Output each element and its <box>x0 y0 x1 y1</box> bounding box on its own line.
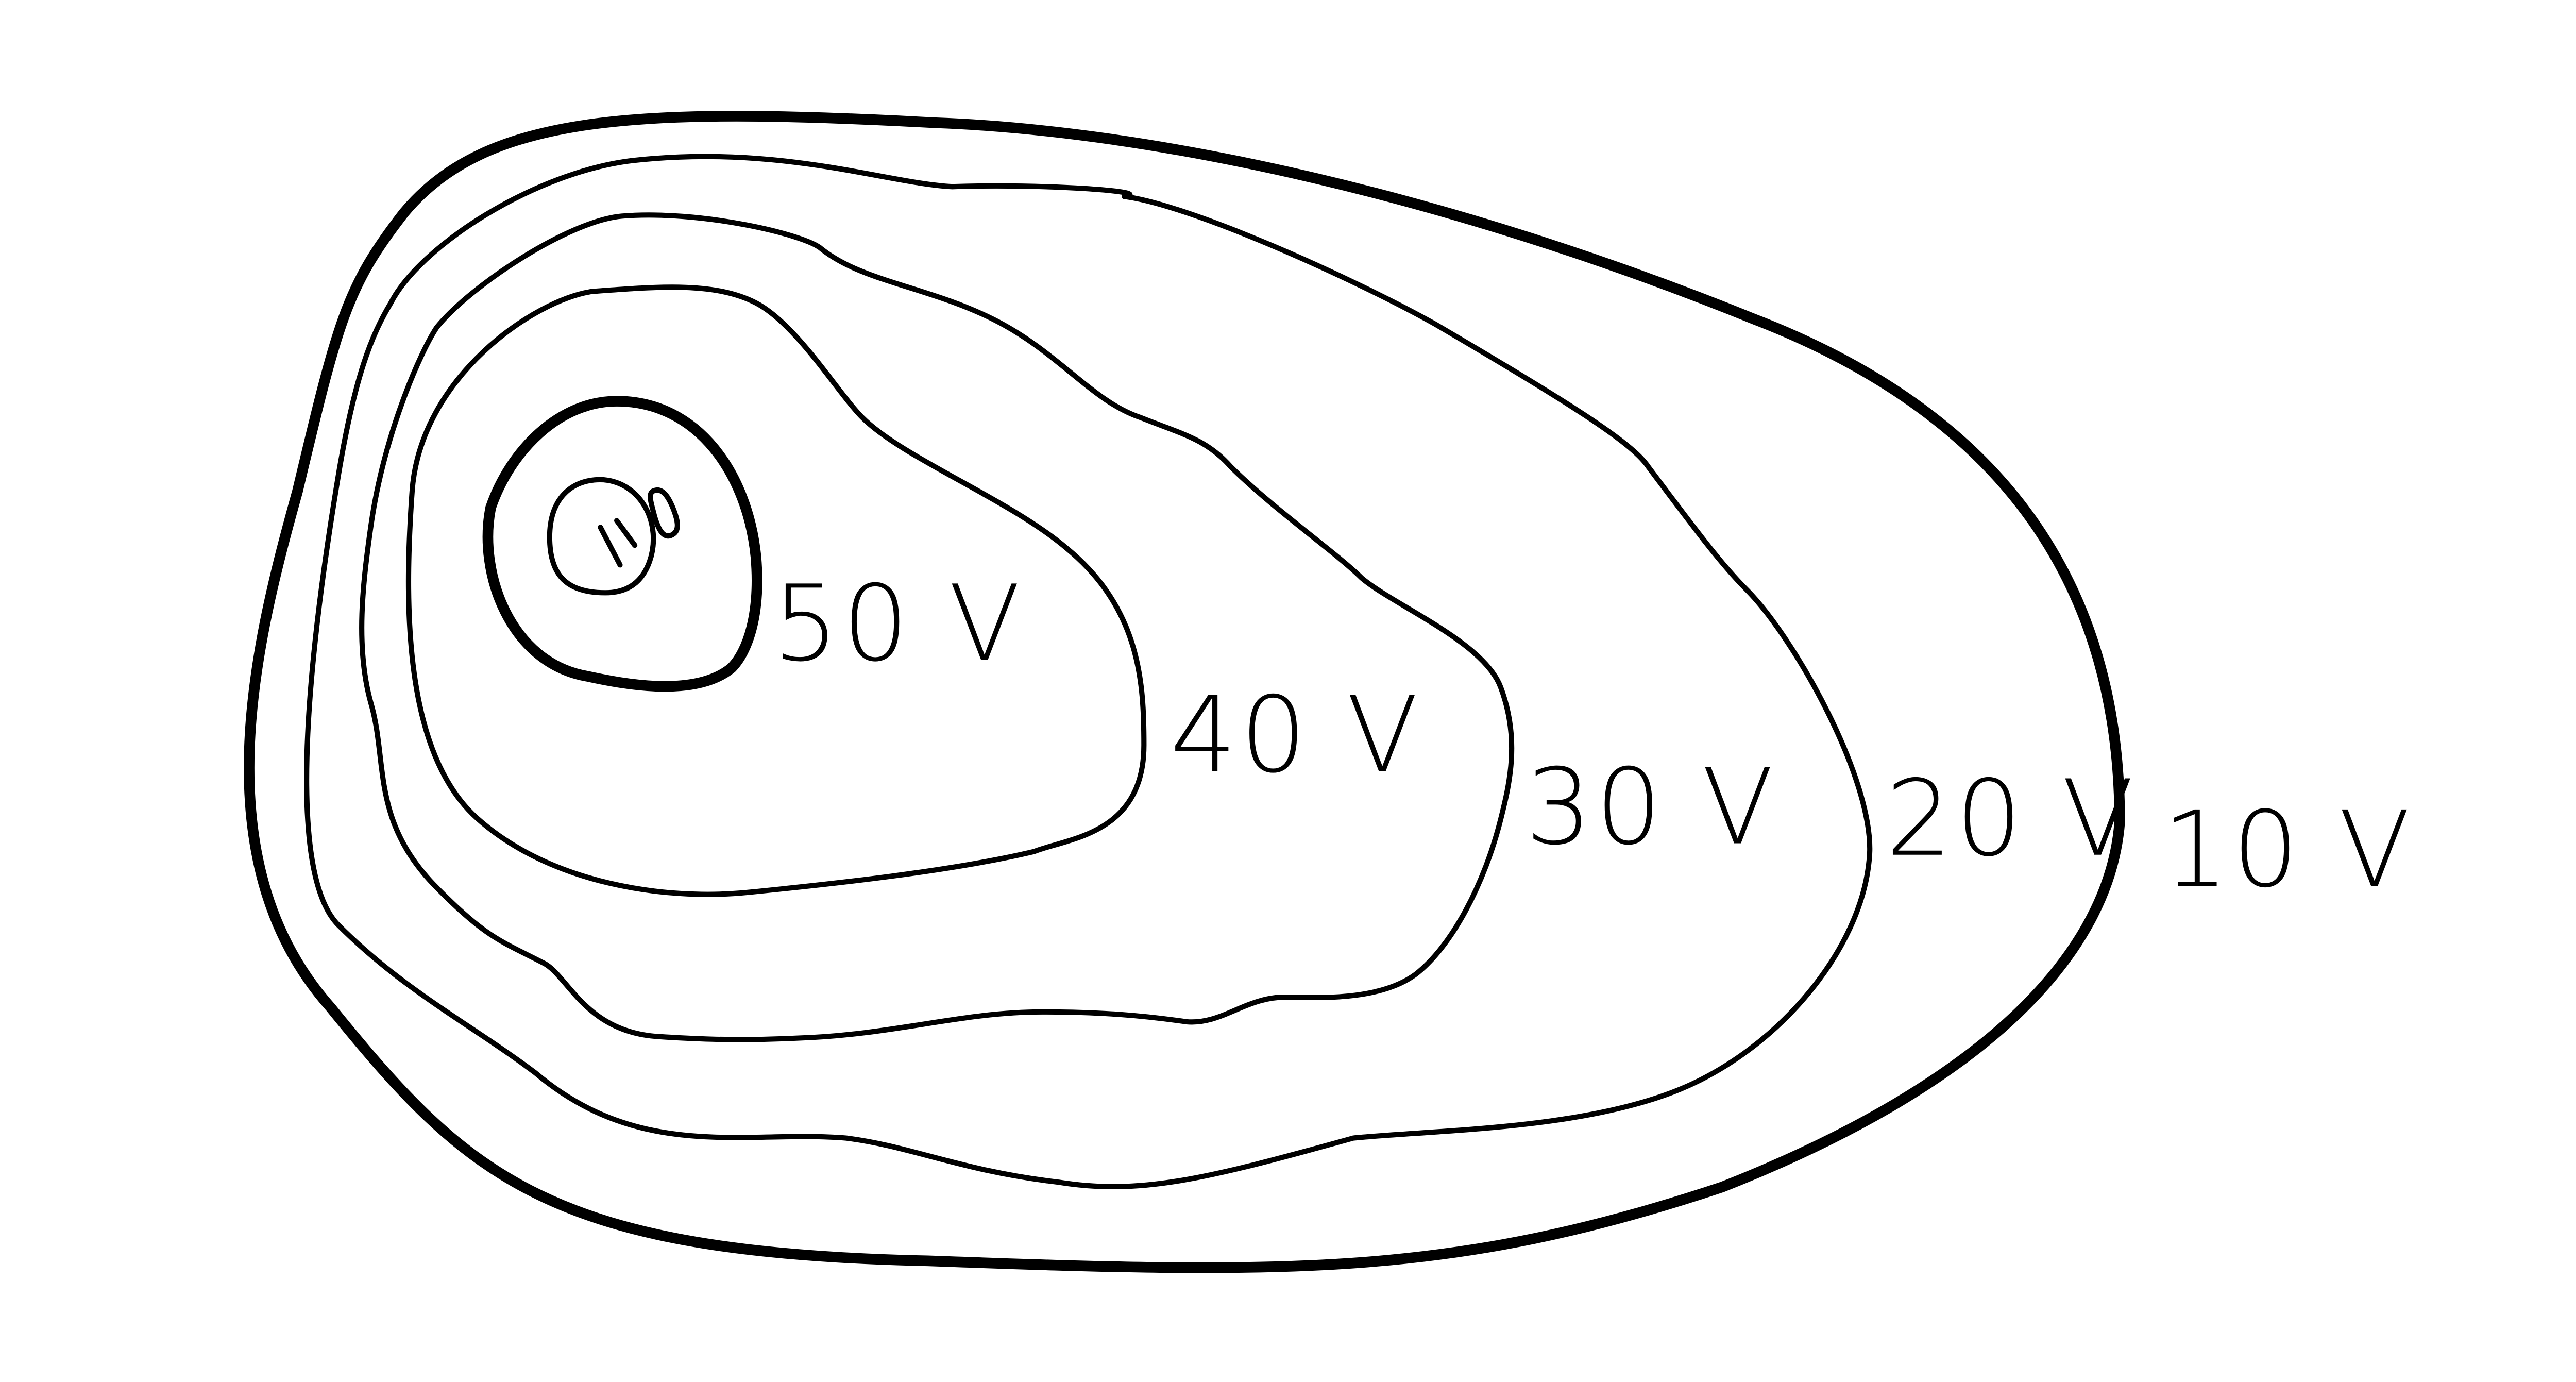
electrode-inner-ring <box>547 477 656 596</box>
contour-10v <box>244 111 2125 1273</box>
label-10v: 10 V <box>2162 788 2414 911</box>
contour-20v <box>304 154 1873 1189</box>
electrode-small-loop <box>648 487 680 539</box>
electrode-mark-1 <box>598 525 623 568</box>
label-30v: 30 V <box>1526 746 1777 868</box>
contour-30v <box>359 212 1515 1042</box>
label-50v: 50 V <box>772 563 1024 685</box>
label-20v: 20 V <box>1886 757 2137 880</box>
contour-40v <box>405 284 1147 897</box>
contour-50v <box>482 396 762 692</box>
label-40v: 40 V <box>1170 674 1421 796</box>
electrode-mark-2 <box>614 518 638 548</box>
